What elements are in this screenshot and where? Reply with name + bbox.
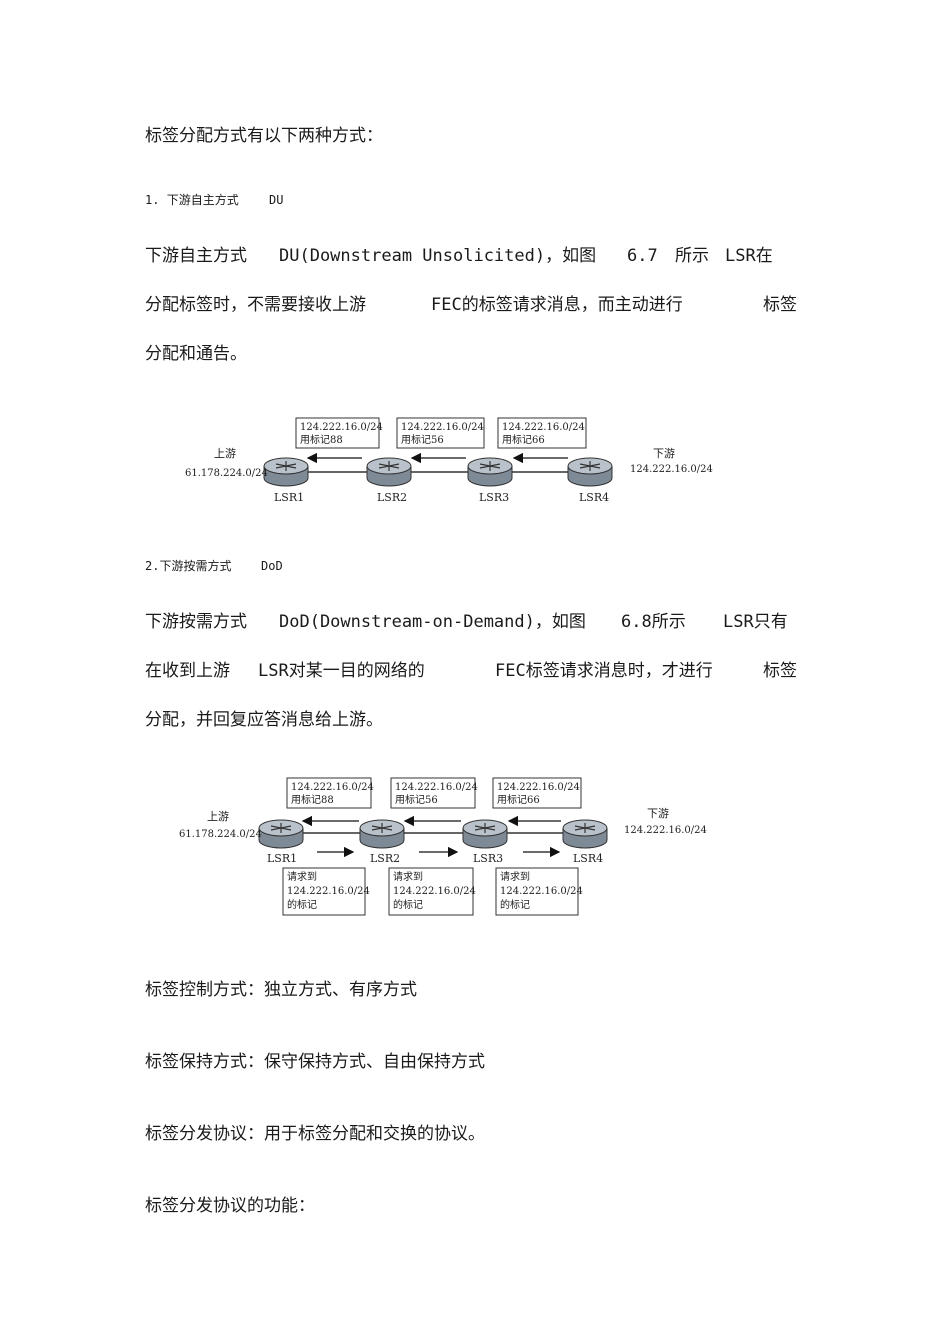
label-box: 124.222.16.0/24 用标记66 — [497, 417, 587, 449]
svg-text:的标记: 的标记 — [393, 898, 423, 911]
label-box: 124.222.16.0/24 用标记88 — [286, 777, 374, 809]
svg-text:用标记56: 用标记56 — [395, 794, 438, 806]
dod-heading: 2.下游按需方式 DoD — [145, 559, 283, 573]
svg-text:请求到: 请求到 — [393, 870, 423, 883]
router-icon — [263, 457, 309, 487]
dod-heading-number: 2. — [145, 559, 160, 573]
downstream-network: 124.222.16.0/24 — [624, 825, 707, 836]
du-paragraph-line1: 下游自主方式 DU(Downstream Unsolicited)，如图 6.7… — [145, 246, 773, 266]
router-label: LSR4 — [573, 852, 603, 865]
router-label: LSR1 — [267, 852, 297, 865]
router-label: LSR2 — [377, 491, 407, 504]
svg-text:124.222.16.0/24: 124.222.16.0/24 — [393, 886, 476, 897]
svg-text:用标记66: 用标记66 — [502, 434, 545, 446]
du-heading-number: 1. — [145, 193, 160, 207]
svg-text:的标记: 的标记 — [500, 898, 530, 911]
figure-dod-diagram: 124.222.16.0/24 用标记88 124.222.16.0/24 用标… — [179, 777, 707, 916]
request-box: 请求到 124.222.16.0/24 的标记 — [388, 867, 476, 916]
du-paragraph-line2: 分配标签时，不需要接收上游 FEC的标签请求消息，而主动进行 标签 — [145, 295, 797, 315]
svg-text:124.222.16.0/24: 124.222.16.0/24 — [497, 782, 580, 793]
svg-text:124.222.16.0/24: 124.222.16.0/24 — [291, 782, 374, 793]
tail-line: 标签分发协议的功能： — [145, 1196, 315, 1216]
du-heading-text: 下游自主方式 — [166, 193, 239, 207]
du-heading-code: DU — [269, 193, 284, 207]
downstream-label: 下游 — [653, 447, 675, 460]
router-icon — [462, 819, 508, 849]
label-box: 124.222.16.0/24 用标记66 — [492, 777, 582, 809]
svg-text:124.222.16.0/24: 124.222.16.0/24 — [300, 422, 383, 433]
label-box: 124.222.16.0/24 用标记56 — [390, 777, 478, 809]
label-box: 124.222.16.0/24 用标记88 — [295, 417, 383, 449]
dod-heading-code: DoD — [261, 559, 283, 573]
dod-paragraph-line2: 在收到上游 LSR对某一目的网络的 FEC标签请求消息时，才进行 标签 — [145, 661, 797, 681]
router-icon — [562, 819, 608, 849]
du-paragraph-line3: 分配和通告。 — [145, 344, 247, 364]
dod-paragraph-line3: 分配，并回复应答消息给上游。 — [145, 710, 383, 730]
request-box: 请求到 124.222.16.0/24 的标记 — [495, 867, 583, 916]
svg-text:124.222.16.0/24: 124.222.16.0/24 — [395, 782, 478, 793]
upstream-label: 上游 — [214, 447, 236, 460]
downstream-network: 124.222.16.0/24 — [630, 464, 713, 475]
figure-du-diagram: 124.222.16.0/24 用标记88 124.222.16.0/24 用标… — [185, 417, 713, 504]
svg-text:用标记66: 用标记66 — [497, 794, 540, 806]
du-heading: 1. 下游自主方式 DU — [145, 193, 283, 207]
svg-text:124.222.16.0/24: 124.222.16.0/24 — [287, 886, 370, 897]
router-icon — [258, 819, 304, 849]
tail-line: 标签控制方式：独立方式、有序方式 — [145, 980, 417, 1000]
svg-text:用标记88: 用标记88 — [291, 794, 334, 806]
router-label: LSR1 — [274, 491, 304, 504]
svg-text:用标记56: 用标记56 — [401, 434, 444, 446]
dod-heading-text: 下游按需方式 — [159, 559, 232, 573]
router-icon — [467, 457, 513, 487]
intro-text: 标签分配方式有以下两种方式： — [145, 126, 383, 146]
request-box: 请求到 124.222.16.0/24 的标记 — [282, 867, 370, 916]
router-label: LSR3 — [479, 491, 509, 504]
router-icon — [366, 457, 412, 487]
router-icon — [567, 457, 613, 487]
svg-text:124.222.16.0/24: 124.222.16.0/24 — [502, 422, 585, 433]
svg-text:请求到: 请求到 — [287, 870, 317, 883]
dod-paragraph-line1: 下游按需方式 DoD(Downstream-on-Demand)，如图 6.8所… — [145, 612, 788, 632]
upstream-network: 61.178.224.0/24 — [179, 829, 262, 840]
svg-text:124.222.16.0/24: 124.222.16.0/24 — [401, 422, 484, 433]
tail-line: 标签保持方式：保守保持方式、自由保持方式 — [145, 1052, 485, 1072]
router-label: LSR3 — [473, 852, 503, 865]
router-label: LSR4 — [579, 491, 609, 504]
svg-text:用标记88: 用标记88 — [300, 434, 343, 446]
label-box: 124.222.16.0/24 用标记56 — [396, 417, 485, 449]
downstream-label: 下游 — [647, 807, 669, 820]
upstream-label: 上游 — [207, 810, 229, 823]
tail-line: 标签分发协议：用于标签分配和交换的协议。 — [145, 1124, 485, 1144]
svg-text:请求到: 请求到 — [500, 870, 530, 883]
svg-text:124.222.16.0/24: 124.222.16.0/24 — [500, 886, 583, 897]
svg-text:的标记: 的标记 — [287, 898, 317, 911]
router-label: LSR2 — [370, 852, 400, 865]
upstream-network: 61.178.224.0/24 — [185, 468, 268, 479]
router-icon — [359, 819, 405, 849]
